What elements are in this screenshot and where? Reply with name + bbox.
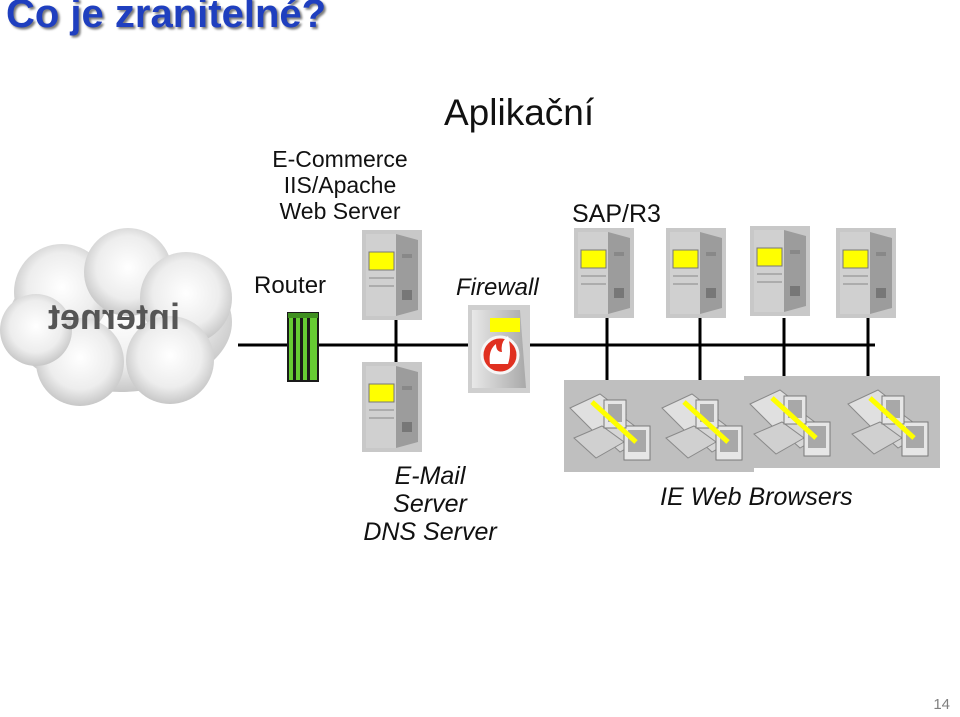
router-icon: [287, 312, 319, 382]
network-bus: [238, 318, 875, 382]
browser-pc-icon-4: [842, 376, 940, 468]
page-number: 14: [933, 696, 950, 713]
ecommerce-line-1: E-Commerce: [272, 146, 408, 172]
sap-server-icon-3: [749, 225, 811, 317]
firewall-label: Firewall: [456, 274, 539, 301]
email-line-3: DNS Server: [363, 518, 497, 546]
ecommerce-line-2: IIS/Apache: [283, 172, 397, 198]
browsers-label: IE Web Browsers: [660, 483, 853, 511]
browser-pc-icon-3: [744, 376, 842, 468]
email-line-1: E-Mail: [394, 462, 466, 490]
email-line-2: Server: [393, 490, 467, 518]
browser-pc-icon-2: [656, 380, 754, 472]
firewall-icon: [468, 305, 530, 393]
sap-server-icon-1: [573, 227, 635, 319]
browser-pc-icon-1: [564, 380, 662, 472]
internet-label: internet: [47, 296, 180, 337]
web-server-icon: [361, 229, 423, 321]
slide-title: Co je zranitelné?: [6, 0, 327, 36]
sap-server-icon-2: [665, 227, 727, 319]
aplikacni-label: Aplikační: [444, 92, 595, 133]
router-label: Router: [254, 272, 327, 299]
ecommerce-line-3: Web Server: [279, 198, 401, 224]
sap-label: SAP/R3: [572, 200, 661, 228]
email-server-label: E-Mail Server DNS Server: [340, 462, 520, 546]
sap-server-icon-4: [835, 227, 897, 319]
internet-cloud: [0, 228, 232, 406]
ecommerce-label: E-Commerce IIS/Apache Web Server: [250, 146, 430, 224]
email-server-icon: [361, 361, 423, 453]
